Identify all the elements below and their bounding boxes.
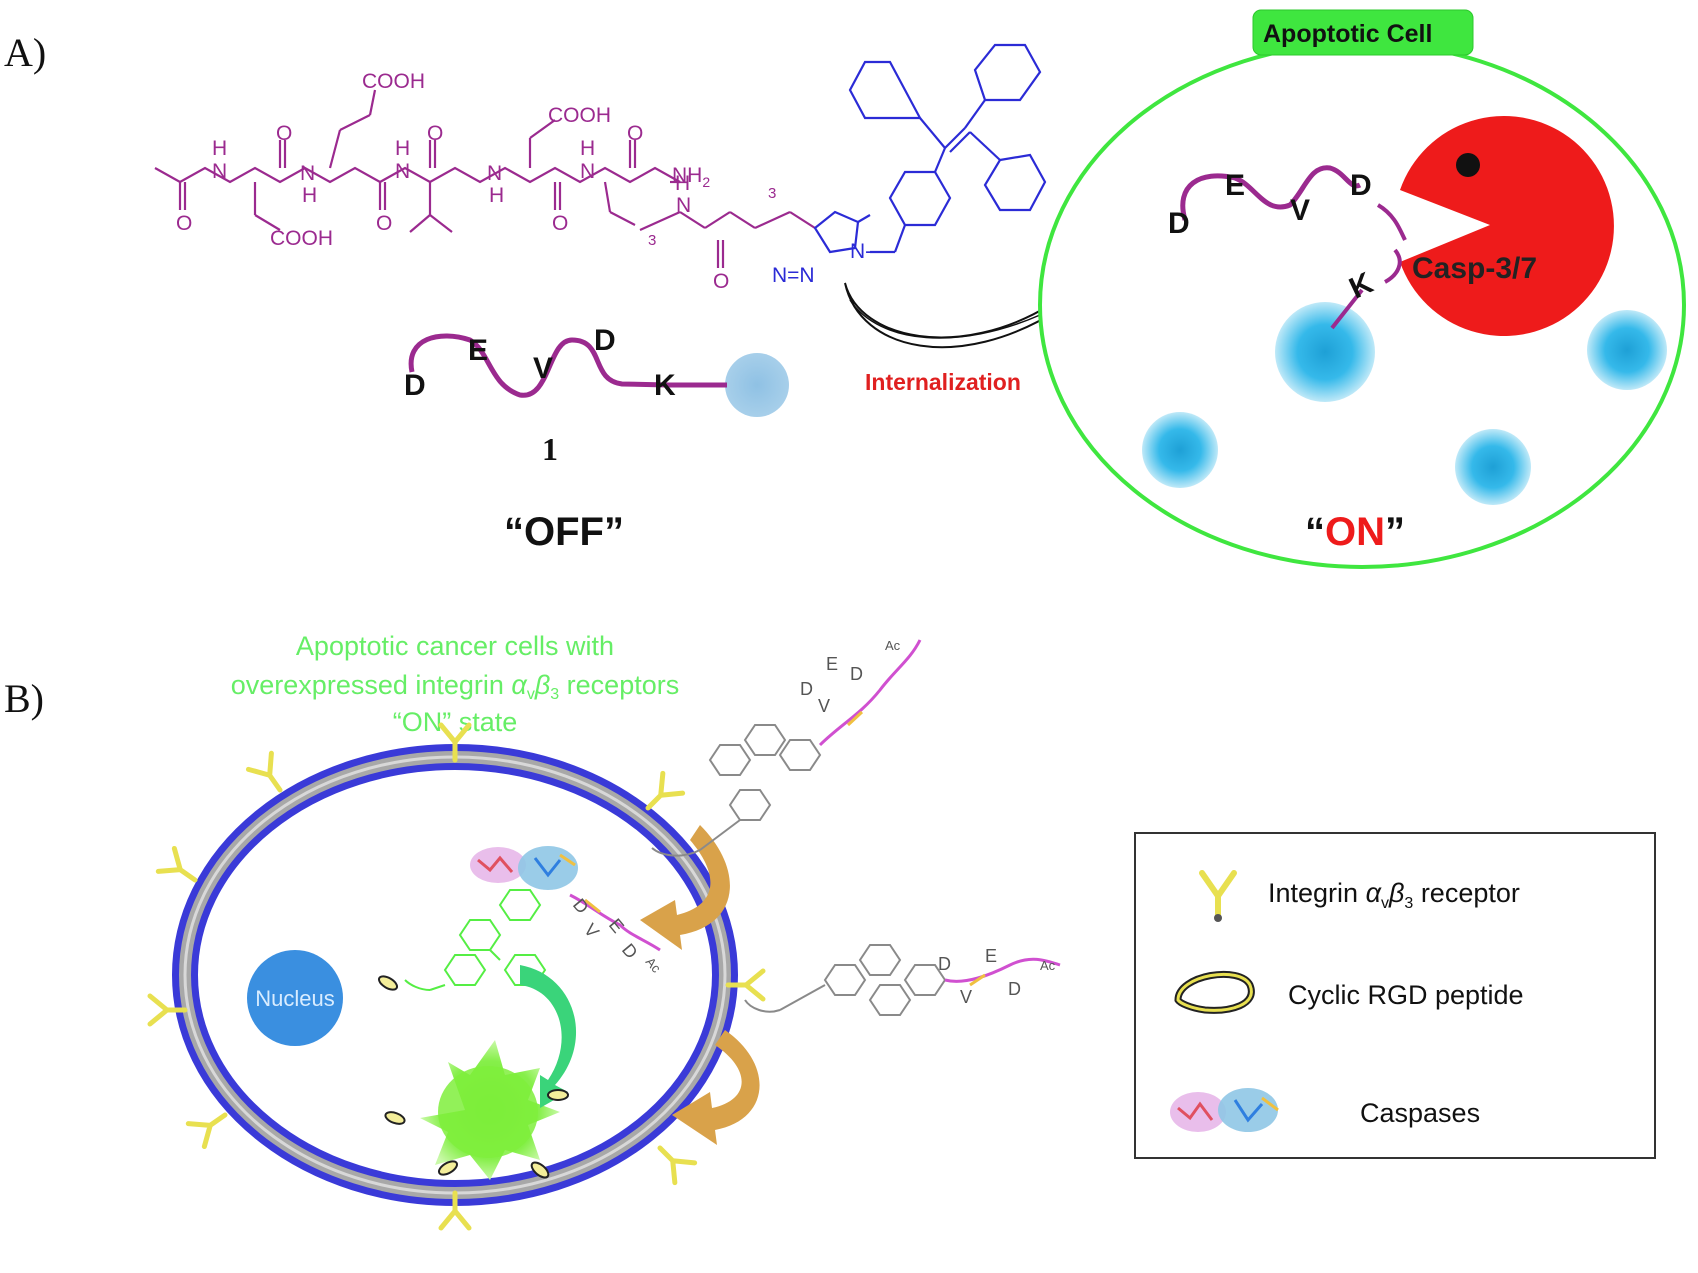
peptide-atom-labels: COOH COOH COOH H N N H H N N H H N O O O… (176, 70, 776, 293)
h-label: H (675, 172, 690, 195)
peptide-letter-d1: D (1168, 207, 1190, 240)
panel-a: A) (4, 9, 1686, 569)
n-label: N (300, 162, 315, 185)
peptide-letter-v: V (1290, 194, 1310, 227)
peptide-letter-e: E (468, 334, 488, 367)
panel-b-title: Apoptotic cancer cells with overexpresse… (231, 631, 679, 737)
enzyme-label: Casp-3/7 (1412, 252, 1537, 285)
n-label: N (580, 160, 595, 183)
nh2-label: NH2 (672, 164, 710, 190)
probe-cartoon: D E V D K (404, 324, 789, 417)
cell-label-box (1252, 9, 1474, 56)
o-label: O (427, 122, 443, 145)
panel-b-label: B) (4, 676, 44, 721)
cell-membrane (1038, 41, 1686, 569)
fluorescent-aggregate (1455, 429, 1531, 505)
nucleus-label: Nucleus (255, 986, 334, 1011)
on-label: “ON” (1305, 510, 1405, 554)
peptide-letter: E (985, 946, 997, 966)
rgd-loops (377, 975, 569, 1179)
title-line-3: “ON” state (393, 707, 518, 737)
h-label: H (395, 137, 410, 160)
n-label: N (676, 194, 691, 217)
peptide-letter: D (569, 895, 593, 918)
peptide-letter: D (618, 940, 642, 963)
peptide-letter-d2: D (594, 324, 616, 357)
o-label: O (713, 270, 729, 293)
legend-integrin-label: Integrin αvβ3 receptor (1268, 878, 1520, 912)
caspases-cluster (470, 846, 578, 890)
subscript-3: 3 (648, 232, 656, 249)
compound-number: 1 (542, 431, 558, 467)
peptide-letter-e: E (1225, 169, 1245, 202)
peptide-letter: E (826, 654, 838, 674)
o-label: O (552, 212, 568, 235)
h-label: H (489, 184, 504, 207)
peptide-letter: Ac (643, 954, 665, 976)
cooh-label: COOH (362, 70, 425, 93)
o-label: O (276, 122, 292, 145)
n-label: N (487, 162, 502, 185)
legend-caspases-label: Caspases (1360, 1098, 1480, 1128)
peptide-letter-d2: D (1350, 169, 1372, 202)
cooh-label: COOH (548, 104, 611, 127)
legend: Integrin αvβ3 receptor Cyclic RGD peptid… (1134, 832, 1656, 1159)
n-label: N (212, 160, 227, 183)
nucleus (247, 950, 343, 1046)
title-line-2: overexpressed integrin αvβ3 receptors (231, 670, 679, 703)
peptide-letter: D (800, 679, 813, 699)
peptide-letter: Ac (885, 638, 901, 653)
apoptotic-cell: Apoptotic Cell Casp-3/7 D E V D K “ON” (1038, 9, 1686, 569)
peptide-letter: D (850, 664, 863, 684)
peptide-letter-v: V (533, 352, 553, 385)
o-label: O (176, 212, 192, 235)
o-label: O (376, 212, 392, 235)
cancer-cell: Nucleus (147, 722, 766, 1231)
fluorescent-aggregate (1587, 310, 1667, 390)
triazole-n-label: N- (850, 240, 872, 263)
h-label: H (302, 184, 317, 207)
internalization-arrow-1 (640, 825, 730, 950)
integrin-receptors (147, 722, 766, 1231)
h-label: H (580, 137, 595, 160)
enzyme-eye (1456, 153, 1480, 177)
probe-molecule-2: D V E D Ac (744, 944, 1061, 1016)
subscript-3: 3 (768, 185, 776, 202)
triazole-n-label: N=N (772, 264, 815, 287)
fluorescent-aggregate (1142, 412, 1218, 488)
legend-caspases-icon (1170, 1088, 1279, 1132)
peptide-letter: V (818, 696, 830, 716)
peptide-letter: D (1008, 979, 1021, 999)
peptide-letter-d1: D (404, 369, 426, 402)
cooh-label: COOH (270, 227, 333, 250)
peptide-letter: D (938, 954, 951, 974)
probe-molecule-1: D V E D Ac (651, 638, 922, 857)
caspase-enzyme (1400, 116, 1614, 336)
cleaved-peptide: D V E D Ac (569, 893, 665, 976)
internalization-arrow-2 (672, 1030, 760, 1145)
triazole-labels: N=N N- (772, 240, 872, 287)
o-label: O (627, 122, 643, 145)
peptide-letter: V (580, 920, 603, 942)
peptide-structure (154, 89, 816, 268)
tpe-fluorophore-dot (725, 353, 789, 417)
fluorescent-aggregate (1275, 302, 1375, 402)
off-label: “OFF” (504, 510, 624, 554)
cell-label: Apoptotic Cell (1263, 20, 1432, 48)
panel-a-label: A) (4, 30, 46, 75)
peptide-letter-k: K (654, 369, 676, 402)
peptide-letter: Ac (1040, 958, 1056, 973)
tpe-structure (813, 43, 1047, 254)
internalization-label: Internalization (865, 369, 1021, 395)
h-label: H (212, 137, 227, 160)
legend-rgd-label: Cyclic RGD peptide (1288, 980, 1524, 1010)
panel-b: B) Apoptotic cancer cells with overexpre… (4, 631, 1656, 1231)
peptide-letter: V (960, 987, 972, 1007)
title-line-1: Apoptotic cancer cells with (296, 631, 614, 661)
activation-arrow (520, 965, 577, 1108)
n-label: N (395, 160, 410, 183)
